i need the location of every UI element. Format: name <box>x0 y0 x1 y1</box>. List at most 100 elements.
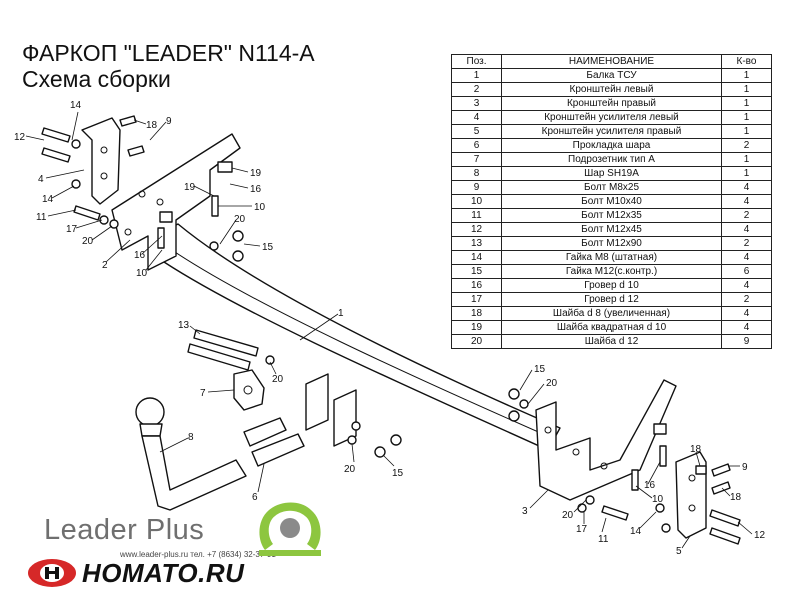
callout-10c: 10 <box>652 494 664 505</box>
cell-name: Болт М12х45 <box>501 222 722 237</box>
callout-16c: 16 <box>644 480 656 491</box>
cell-name: Болт М8х25 <box>501 180 722 195</box>
cell-quantity: 1 <box>721 82 772 97</box>
seller-wordmark: HOMATO.RU <box>82 558 245 588</box>
cell-quantity: 9 <box>721 334 772 349</box>
cell-position: 6 <box>451 138 502 153</box>
callout-9a: 9 <box>166 116 172 127</box>
cell-name: Шайба квадратная d 10 <box>501 320 722 335</box>
left-reinforcement-bracket <box>81 117 121 205</box>
cell-position: 16 <box>451 278 502 293</box>
socket-plate <box>233 369 265 411</box>
callout-16a: 16 <box>134 250 146 261</box>
callout-5: 5 <box>676 546 682 557</box>
cell-name: Гайка М12(с.контр.) <box>501 264 722 279</box>
cell-position: 19 <box>451 320 502 335</box>
brand-logo-icon <box>259 502 321 556</box>
callout-20d: 20 <box>344 464 356 475</box>
table-header-row: Поз. НАИМЕНОВАНИЕ К-во <box>451 54 772 69</box>
callout-19b: 19 <box>250 168 262 179</box>
cell-name: Подрозетник тип А <box>501 152 722 167</box>
cell-position: 17 <box>451 292 502 307</box>
brand-wordmark: Leader Plus <box>44 514 205 546</box>
cell-position: 5 <box>451 124 502 139</box>
cell-quantity: 2 <box>721 292 772 307</box>
callout-11a: 11 <box>36 212 47 223</box>
cell-position: 11 <box>451 208 502 223</box>
cell-quantity: 1 <box>721 166 772 181</box>
cell-name: Болт М12х90 <box>501 236 722 251</box>
callout-17b: 17 <box>576 524 588 535</box>
callout-20e: 20 <box>546 378 558 389</box>
cell-name: Балка ТСУ <box>501 68 722 83</box>
cell-quantity: 1 <box>721 110 772 125</box>
callout-6: 6 <box>252 492 258 503</box>
callout-11b: 11 <box>598 534 609 545</box>
callout-15c: 15 <box>534 364 546 375</box>
callout-10a: 10 <box>136 268 148 279</box>
callout-18c: 18 <box>730 492 742 503</box>
cell-position: 18 <box>451 306 502 321</box>
callout-14b: 14 <box>42 194 54 205</box>
bolts <box>41 115 741 545</box>
ball-spacers <box>243 417 305 467</box>
cell-position: 4 <box>451 110 502 125</box>
cell-position: 1 <box>451 68 502 83</box>
cell-quantity: 2 <box>721 208 772 223</box>
callout-13: 13 <box>178 320 190 331</box>
callout-4: 4 <box>38 174 44 185</box>
diagram-title: ФАРКОП "LEADER" N114-A <box>22 40 315 66</box>
callout-10b: 10 <box>254 202 266 213</box>
cell-position: 15 <box>451 264 502 279</box>
callout-20a: 20 <box>82 236 94 247</box>
cell-quantity: 2 <box>721 138 772 153</box>
cell-quantity: 1 <box>721 152 772 167</box>
cell-quantity: 1 <box>721 124 772 139</box>
cell-quantity: 4 <box>721 278 772 293</box>
cell-position: 10 <box>451 194 502 209</box>
cell-name: Шар SH19A <box>501 166 722 181</box>
cell-quantity: 4 <box>721 306 772 321</box>
callout-16b: 16 <box>250 184 262 195</box>
cell-position: 12 <box>451 222 502 237</box>
callout-12b: 12 <box>754 530 766 541</box>
cell-name: Болт М12х35 <box>501 208 722 223</box>
cell-name: Кронштейн правый <box>501 96 722 111</box>
cell-position: 20 <box>451 334 502 349</box>
callout-12a: 12 <box>14 132 26 143</box>
cell-quantity: 4 <box>721 180 772 195</box>
callout-3: 3 <box>522 506 528 517</box>
callout-numbers: 14 12 18 9 4 14 11 17 20 2 16 10 19 19 1… <box>14 100 766 557</box>
callout-8: 8 <box>188 432 194 443</box>
cell-position: 13 <box>451 236 502 251</box>
seller-logo-icon <box>28 559 76 587</box>
callout-20b: 20 <box>234 214 246 225</box>
callout-18b: 18 <box>690 444 702 455</box>
callout-1: 1 <box>338 308 344 319</box>
column-header-quantity: К-во <box>721 54 772 69</box>
callout-14c: 14 <box>630 526 642 537</box>
cell-quantity: 4 <box>721 222 772 237</box>
callout-20f: 20 <box>562 510 574 521</box>
right-bracket <box>535 379 677 501</box>
cell-name: Болт М10х40 <box>501 194 722 209</box>
cell-quantity: 4 <box>721 250 772 265</box>
